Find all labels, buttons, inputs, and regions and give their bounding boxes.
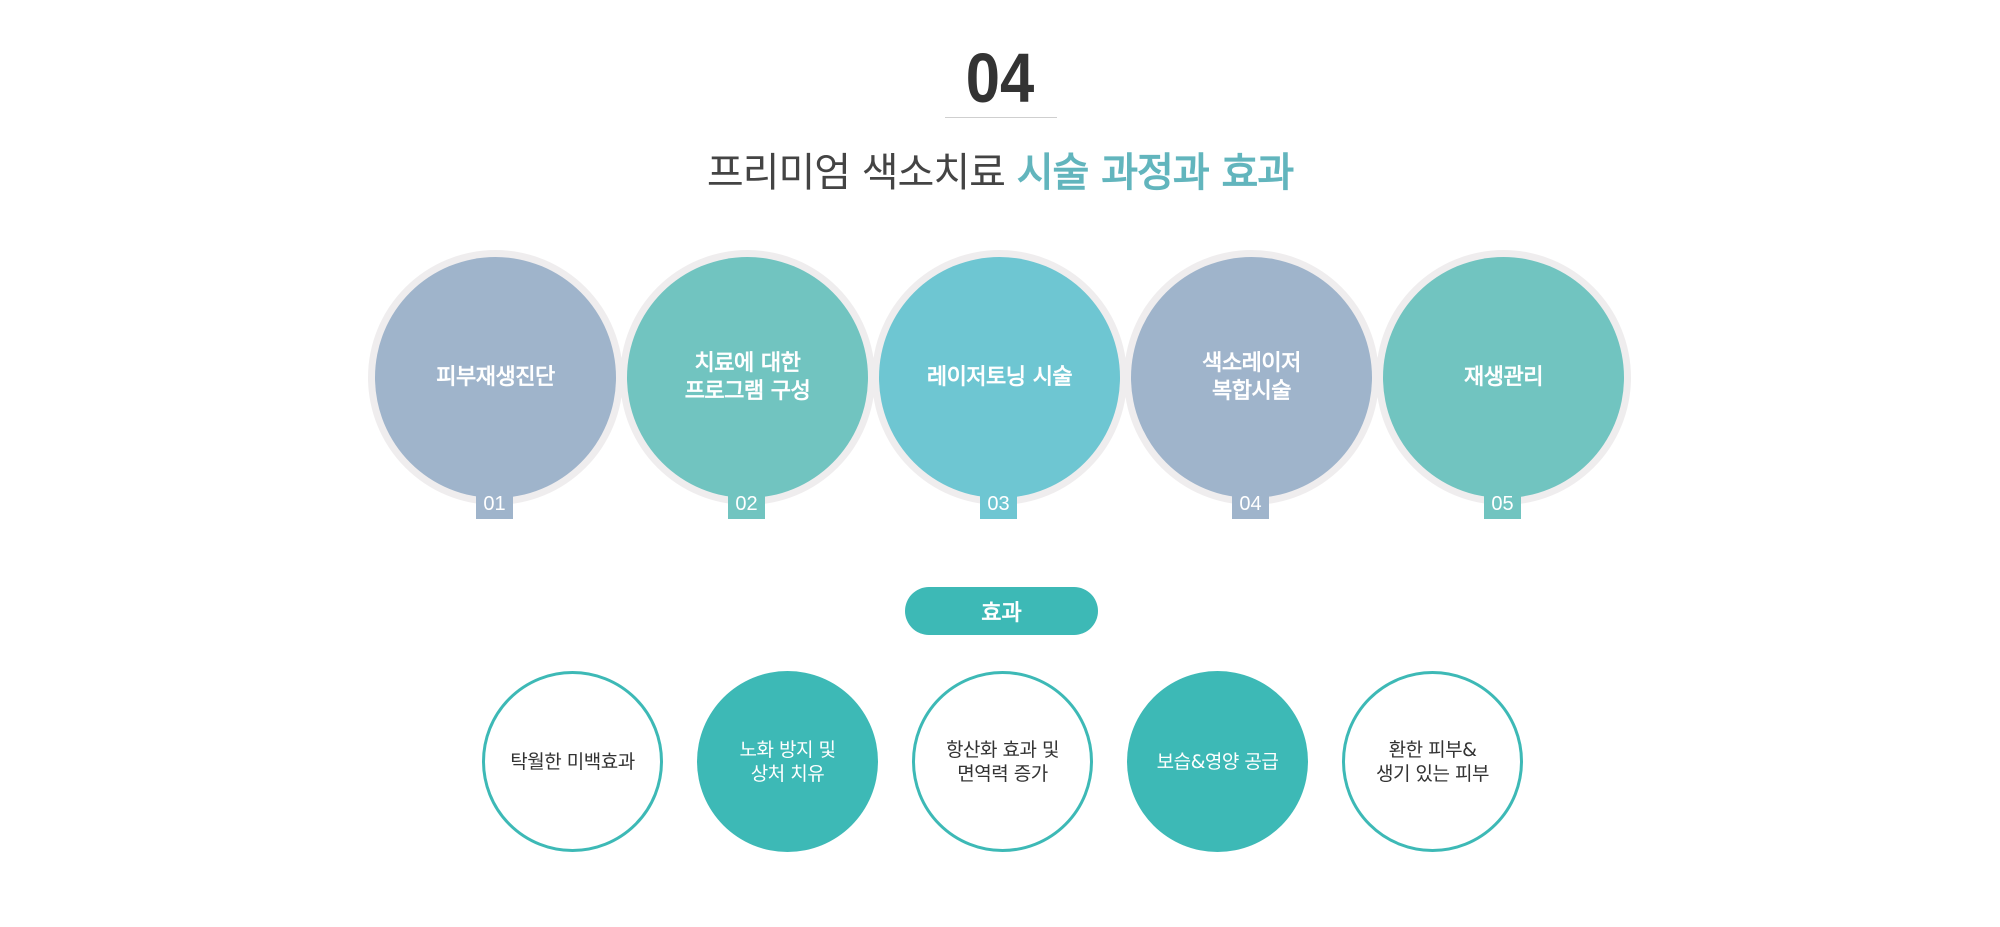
step-label: 재생관리 <box>1464 364 1543 390</box>
step-item: 치료에 대한 프로그램 구성 02 <box>620 250 875 525</box>
step-circle: 색소레이저 복합시술 <box>1131 257 1372 498</box>
step-item: 재생관리 05 <box>1376 250 1631 525</box>
step-circle: 피부재생진단 <box>375 257 616 498</box>
step-number-badge: 05 <box>1484 489 1521 519</box>
step-item: 색소레이저 복합시술 04 <box>1124 250 1379 525</box>
title-divider <box>945 117 1057 118</box>
process-steps: 피부재생진단 01 치료에 대한 프로그램 구성 02 레이저토닝 시술 03 … <box>368 250 1631 525</box>
step-item: 피부재생진단 01 <box>368 250 623 525</box>
effect-item: 환한 피부& 생기 있는 피부 <box>1342 671 1523 852</box>
effect-label: 노화 방지 및 상처 치유 <box>739 738 836 785</box>
effect-label: 탁월한 미백효과 <box>510 750 635 773</box>
step-number-badge: 02 <box>728 489 765 519</box>
step-circle: 레이저토닝 시술 <box>879 257 1120 498</box>
effect-label: 보습&영양 공급 <box>1156 750 1279 773</box>
step-number-badge: 01 <box>476 489 513 519</box>
step-label: 치료에 대한 프로그램 구성 <box>684 350 811 404</box>
effect-item: 노화 방지 및 상처 치유 <box>697 671 878 852</box>
effect-item: 탁월한 미백효과 <box>482 671 663 852</box>
step-number-badge: 03 <box>980 489 1017 519</box>
step-label: 피부재생진단 <box>436 364 555 390</box>
effect-label: 환한 피부& 생기 있는 피부 <box>1376 738 1489 785</box>
step-item: 레이저토닝 시술 03 <box>872 250 1127 525</box>
effect-label: 항산화 효과 및 면역력 증가 <box>946 738 1059 785</box>
section-number: 04 <box>965 39 1035 117</box>
step-circle: 치료에 대한 프로그램 구성 <box>627 257 868 498</box>
step-label: 색소레이저 복합시술 <box>1202 350 1301 404</box>
effect-item: 항산화 효과 및 면역력 증가 <box>912 671 1093 852</box>
step-circle: 재생관리 <box>1383 257 1624 498</box>
page-title: 프리미엄 색소치료 시술 과정과 효과 <box>0 148 2000 198</box>
effect-item: 보습&영양 공급 <box>1127 671 1308 852</box>
page-title-accent: 시술 과정과 효과 <box>1016 150 1294 196</box>
page-title-plain: 프리미엄 색소치료 <box>706 150 1017 196</box>
effects-heading: 효과 <box>905 587 1098 635</box>
step-number-badge: 04 <box>1232 489 1269 519</box>
step-label: 레이저토닝 시술 <box>926 364 1073 390</box>
